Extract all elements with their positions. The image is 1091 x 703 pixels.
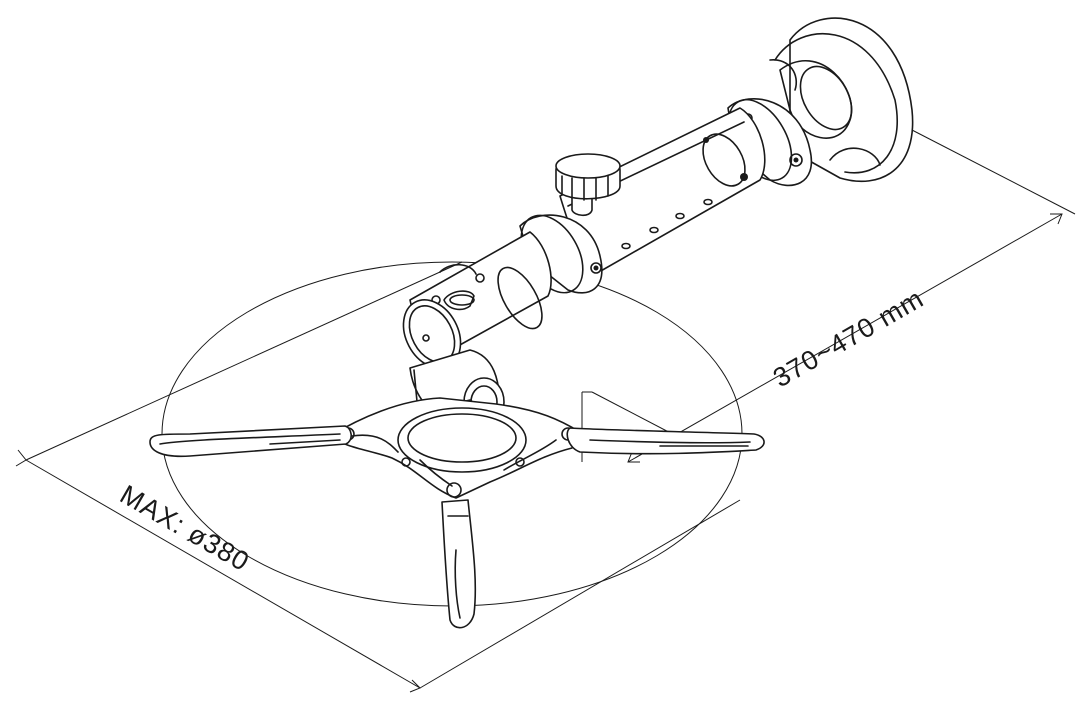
ceiling-plate (769, 17, 914, 183)
locking-knob (555, 153, 621, 217)
diameter-dimension (15, 261, 741, 693)
front-arm (441, 499, 477, 629)
extension-dimension-label: 370~470 mm (768, 283, 929, 393)
extension-dimension (581, 129, 1076, 463)
diameter-dimension-label: MAX: ø380 (115, 479, 255, 577)
right-arm (566, 427, 765, 455)
left-arm (149, 425, 352, 458)
spider-base (329, 397, 581, 499)
